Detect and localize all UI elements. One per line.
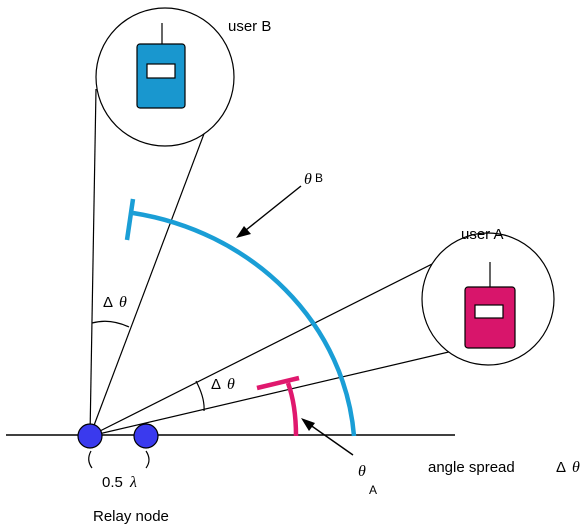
- delta-theta-b-delta: Δ: [103, 294, 113, 311]
- angle-spread-theta: θ: [572, 459, 580, 476]
- theta-b-arrowhead: [236, 226, 251, 238]
- relay-antenna-element-2: [133, 423, 159, 449]
- spacing-bracket-right: [145, 450, 150, 469]
- spacing-value: 0.5: [102, 474, 123, 491]
- theta-a-arrow: [305, 421, 354, 456]
- delta-theta-a-delta: Δ: [211, 376, 221, 393]
- ray-a-upper: [89, 252, 455, 437]
- spacing-lambda: λ: [129, 474, 137, 491]
- user-b-angle-spread-arc: [132, 210, 357, 437]
- relay-antenna-element-1: [77, 423, 103, 449]
- ray-b-left: [89, 88, 97, 437]
- theta-b-arrow: [240, 185, 302, 235]
- user-a-label: user A: [461, 226, 504, 243]
- user-a-marker-tick: [256, 375, 300, 391]
- theta-b-symbol: θ: [304, 171, 312, 188]
- spacing-bracket: [88, 450, 93, 469]
- user-b-label: user B: [228, 18, 271, 35]
- angle-spread-label: angle spread: [428, 459, 515, 476]
- delta-theta-arc-a: [195, 380, 205, 412]
- user-b-arc-end-tick: [124, 198, 136, 241]
- ray-b-right: [89, 101, 217, 437]
- delta-theta-a-theta: θ: [227, 376, 235, 393]
- angle-spread-delta: Δ: [556, 459, 566, 476]
- relay-node-label: Relay node: [93, 508, 169, 525]
- user-a-screen-icon: [474, 304, 504, 319]
- user-b-screen-icon: [146, 63, 176, 79]
- delta-theta-b-theta: θ: [119, 294, 127, 311]
- theta-a-subscript: A: [369, 483, 377, 497]
- user-a-angle-marker: [285, 382, 299, 437]
- theta-a-arrowhead: [301, 418, 315, 431]
- delta-theta-arc-b: [91, 320, 130, 328]
- theta-a-symbol: θ: [358, 463, 366, 480]
- theta-b-subscript: B: [315, 171, 323, 185]
